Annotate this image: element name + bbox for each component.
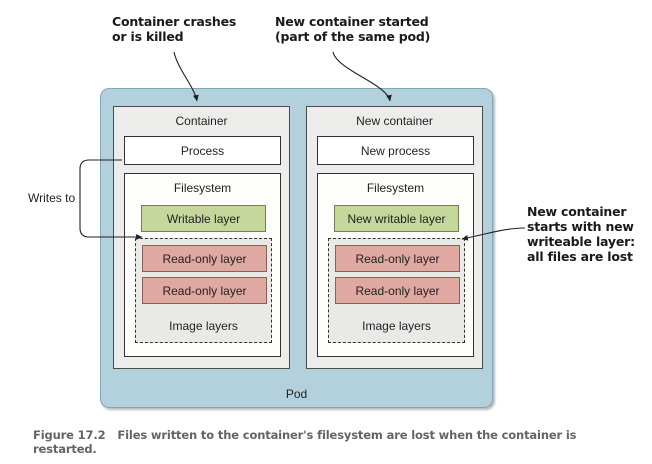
container-original-filesystem: Filesystem Writable layer Read-only laye… [124, 173, 281, 357]
annotation-container-crashes-line2: or is killed [112, 29, 184, 44]
container-original-title: Container [175, 114, 228, 128]
container-new: New container New process Filesystem New… [306, 106, 483, 369]
container-new-process: New process [317, 136, 474, 165]
annotation-new-writable-layer-line3: writeable layer: [527, 234, 635, 249]
pod-boundary: Container Process Filesystem Writable la… [100, 88, 493, 408]
annotation-new-writable-layer-line1: New container [527, 204, 627, 219]
container-new-image-layers: Read-only layer Read-only layer Image la… [328, 238, 465, 343]
container-original-writable-layer: Writable layer [141, 205, 266, 232]
annotation-new-writable-layer-line2: starts with new [527, 219, 634, 234]
container-original-image-layers: Read-only layer Read-only layer Image la… [135, 238, 272, 343]
container-new-readonly-layer-2: Read-only layer [335, 277, 460, 304]
annotation-container-crashes-line1: Container crashes [112, 14, 237, 29]
container-original-readonly-layer-2: Read-only layer [142, 277, 267, 304]
container-original-readonly-layer-1: Read-only layer [142, 245, 267, 272]
container-new-image-layers-label: Image layers [362, 319, 431, 333]
container-original-filesystem-title: Filesystem [173, 181, 232, 195]
container-original: Container Process Filesystem Writable la… [113, 106, 290, 369]
annotation-container-crashes: Container crashes or is killed [112, 14, 236, 44]
annotation-new-container-started: New container started (part of the same … [275, 14, 430, 44]
container-original-process: Process [124, 136, 281, 165]
figure-number: Figure 17.2 [33, 428, 106, 442]
annotation-new-container-started-line1: New container started [275, 14, 429, 29]
container-new-readonly-layer-1: Read-only layer [335, 245, 460, 272]
figure-caption-text: Files written to the container's filesys… [33, 428, 577, 456]
container-new-writable-layer: New writable layer [334, 205, 459, 232]
container-new-filesystem-title: Filesystem [366, 181, 425, 195]
container-new-filesystem: Filesystem New writable layer Read-only … [317, 173, 474, 357]
annotation-new-writable-layer: New container starts with new writeable … [527, 204, 635, 264]
annotation-new-container-started-line2: (part of the same pod) [275, 29, 431, 44]
annotation-new-writable-layer-line4: all files are lost [527, 249, 633, 264]
container-original-image-layers-label: Image layers [169, 319, 238, 333]
label-writes-to: Writes to [28, 191, 76, 205]
pod-label: Pod [285, 387, 308, 401]
container-new-title: New container [356, 114, 433, 128]
